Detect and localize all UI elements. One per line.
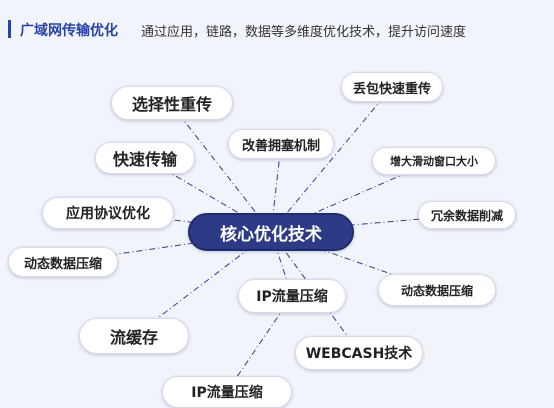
node-fast-transfer: 快速传输 [95,142,195,174]
section-header: 广域网传输优化 通过应用，链路，数据等多维度优化技术，提升访问速度 [0,14,554,44]
link-n1 [170,103,272,233]
node-ip-compression-upper: IP流量压缩 [238,279,346,313]
node-dynamic-compression-right: 动态数据压缩 [378,274,496,306]
node-fast-loss-retransmit: 丢包快速重传 [341,72,443,102]
node-ip-compression-lower: IP流量压缩 [162,376,292,408]
node-stream-cache: 流缓存 [79,318,189,354]
node-congestion-control: 改善拥塞机制 [228,129,334,159]
header-accent-bar [8,20,11,38]
center-node: 核心优化技术 [188,213,354,251]
node-redundancy-reduction: 冗余数据削减 [418,201,516,229]
node-dynamic-compression-left: 动态数据压缩 [8,247,118,277]
node-webcash: WEBCASH技术 [295,336,423,370]
node-app-protocol: 应用协议优化 [42,197,174,229]
section-title: 广域网传输优化 [20,23,118,39]
node-selective-retransmit: 选择性重传 [111,86,233,120]
node-window-size: 增大滑动窗口大小 [372,147,496,175]
link-n2 [270,86,393,233]
section-subtitle: 通过应用，链路，数据等多维度优化技术，提升访问速度 [141,25,467,40]
